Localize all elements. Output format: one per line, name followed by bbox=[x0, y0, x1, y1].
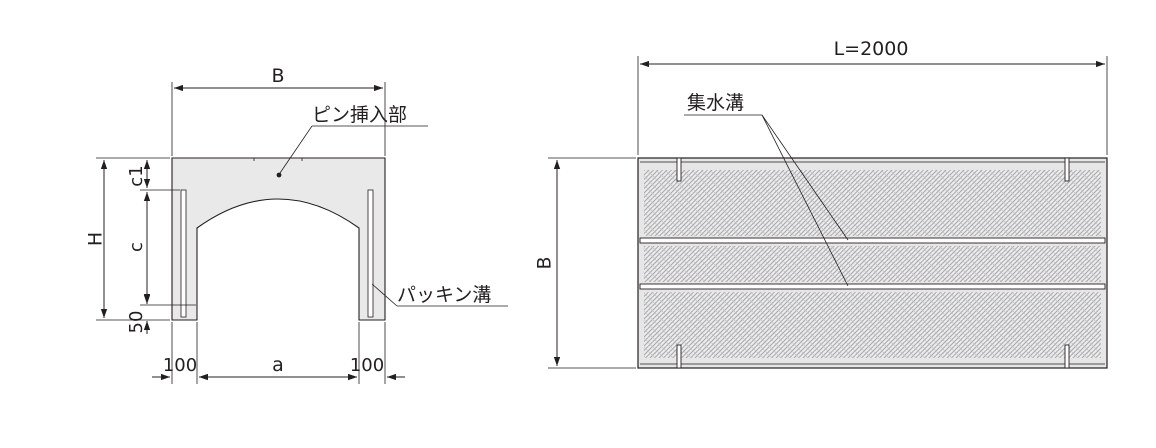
edge-lines bbox=[640, 161, 1105, 365]
section-view: B H c1 c 50 100 a 100 ピン挿入部 bbox=[85, 65, 508, 384]
right-packing-groove bbox=[367, 189, 374, 318]
opening-label: a bbox=[272, 354, 284, 376]
drain-groove-lower bbox=[639, 283, 1106, 290]
height-label: H bbox=[85, 232, 107, 246]
top-marks bbox=[253, 158, 303, 161]
drain-groove-upper bbox=[639, 237, 1106, 244]
plan-view: L=2000 B 集水溝 bbox=[534, 38, 1108, 369]
plan-width-label: B bbox=[534, 256, 556, 269]
base-label: 50 bbox=[126, 311, 147, 334]
pin-slots bbox=[676, 157, 1070, 369]
c1-label: c1 bbox=[126, 165, 147, 186]
packing-groove-label: パッキン溝 bbox=[397, 284, 491, 306]
c-label: c bbox=[126, 242, 147, 252]
pin-hole bbox=[276, 172, 282, 178]
width-label: B bbox=[271, 65, 284, 87]
drainage-groove-label: 集水溝 bbox=[687, 92, 744, 114]
textured-panel-top bbox=[644, 170, 1101, 236]
textured-panel-bottom bbox=[644, 292, 1101, 358]
pin-insertion-label: ピン挿入部 bbox=[312, 104, 407, 126]
left-packing-groove bbox=[180, 189, 187, 318]
left-wall-label: 100 bbox=[163, 355, 197, 376]
length-label: L=2000 bbox=[834, 38, 909, 60]
right-wall-label: 100 bbox=[350, 355, 384, 376]
flume-body bbox=[171, 157, 386, 321]
textured-panel-middle bbox=[644, 246, 1101, 282]
